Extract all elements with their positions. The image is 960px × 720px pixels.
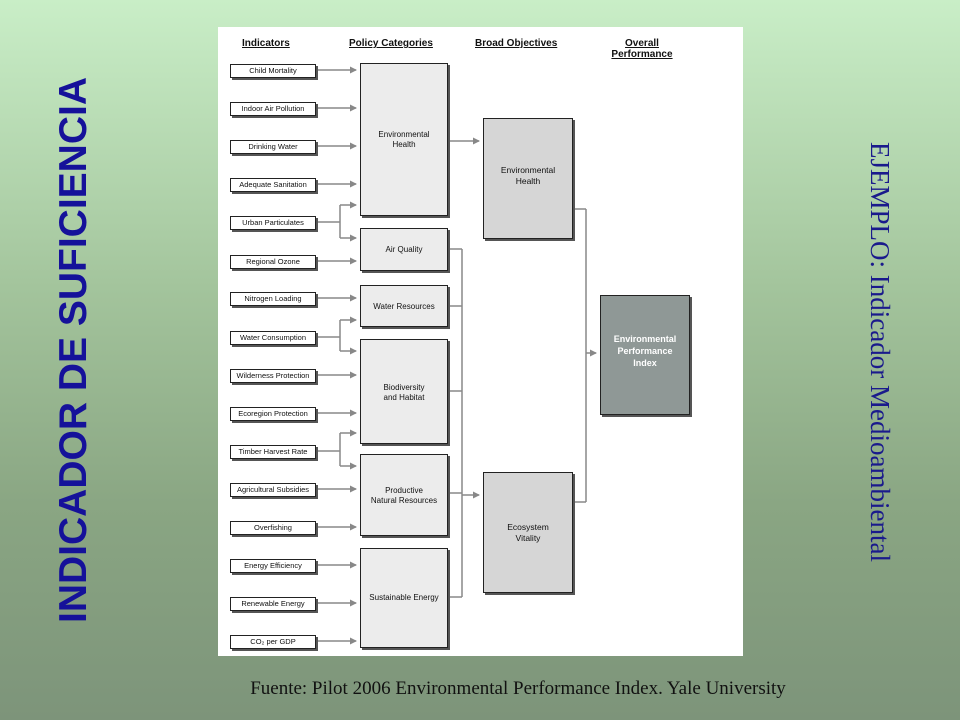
objective-label-line1: Ecosystem — [507, 522, 549, 532]
policy-box-biodiversity: Biodiversity and Habitat — [360, 339, 448, 444]
objective-label: Environmental Health — [484, 165, 572, 187]
header-indicators: Indicators — [242, 38, 290, 49]
policy-label-line2: and Habitat — [383, 393, 425, 402]
objective-box-environmental-health: Environmental Health — [483, 118, 573, 239]
indicator-box: Drinking Water — [230, 140, 316, 154]
policy-label-line1: Environmental — [378, 130, 430, 139]
indicator-box: CO₂ per GDP — [230, 635, 316, 649]
header-overall-line1: Overall — [625, 38, 659, 49]
policy-label-line1: Productive — [385, 486, 423, 495]
header-overall-line2: Performance — [611, 49, 673, 60]
indicator-box: Ecoregion Protection — [230, 407, 316, 421]
source-caption: Fuente: Pilot 2006 Environmental Perform… — [250, 678, 786, 699]
header-overall-performance: Overall Performance — [602, 38, 682, 60]
policy-label-line1: Biodiversity — [383, 383, 425, 392]
indicator-box: Adequate Sanitation — [230, 178, 316, 192]
policy-box-water-resources: Water Resources — [360, 285, 448, 327]
connector-lines — [316, 66, 597, 645]
indicator-box: Agricultural Subsidies — [230, 483, 316, 497]
objective-label-line1: Environmental — [500, 165, 556, 175]
indicator-box: Indoor Air Pollution — [230, 102, 316, 116]
indicator-box: Urban Particulates — [230, 216, 316, 230]
header-broad-objectives: Broad Objectives — [475, 38, 558, 49]
indicator-box: Energy Efficiency — [230, 559, 316, 573]
policy-label-line1: Water Resources — [373, 302, 435, 311]
objective-label: Ecosystem Vitality — [484, 522, 572, 544]
policy-label-line2: Natural Resources — [370, 496, 438, 505]
slide-title-right: EJEMPLO: Indicador Medioambiental — [865, 142, 895, 562]
policy-box-environmental-health: Environmental Health — [360, 63, 448, 216]
policy-box-productive-natural-resources: Productive Natural Resources — [360, 454, 448, 536]
objective-label-line2: Health — [515, 176, 541, 186]
objective-box-ecosystem-vitality: Ecosystem Vitality — [483, 472, 573, 593]
policy-box-sustainable-energy: Sustainable Energy — [360, 548, 448, 648]
indicator-box: Child Mortality — [230, 64, 316, 78]
indicator-box: Regional Ozone — [230, 255, 316, 269]
policy-label-line1: Air Quality — [385, 245, 423, 254]
indicator-box: Wilderness Protection — [230, 369, 316, 383]
objective-label-line2: Vitality — [515, 533, 541, 543]
overall-label-line1: Environmental — [613, 334, 677, 344]
indicator-box: Nitrogen Loading — [230, 292, 316, 306]
indicator-box: Renewable Energy — [230, 597, 316, 611]
overall-index-label: Environmental Performance Index — [601, 333, 689, 369]
indicator-box: Timber Harvest Rate — [230, 445, 316, 459]
overall-label-line3: Index — [633, 358, 657, 368]
slide-title-left: INDICADOR DE SUFICIENCIA — [52, 76, 95, 624]
indicator-box: Water Consumption — [230, 331, 316, 345]
overall-index-box: Environmental Performance Index — [600, 295, 690, 415]
policy-label-line2: Health — [392, 140, 416, 149]
overall-label-line2: Performance — [617, 346, 673, 356]
epi-framework-diagram: Indicators Policy Categories Broad Objec… — [218, 27, 743, 656]
header-policy-categories: Policy Categories — [349, 38, 433, 49]
indicator-box: Overfishing — [230, 521, 316, 535]
policy-label-line1: Sustainable Energy — [369, 593, 439, 602]
policy-box-air-quality: Air Quality — [360, 228, 448, 271]
